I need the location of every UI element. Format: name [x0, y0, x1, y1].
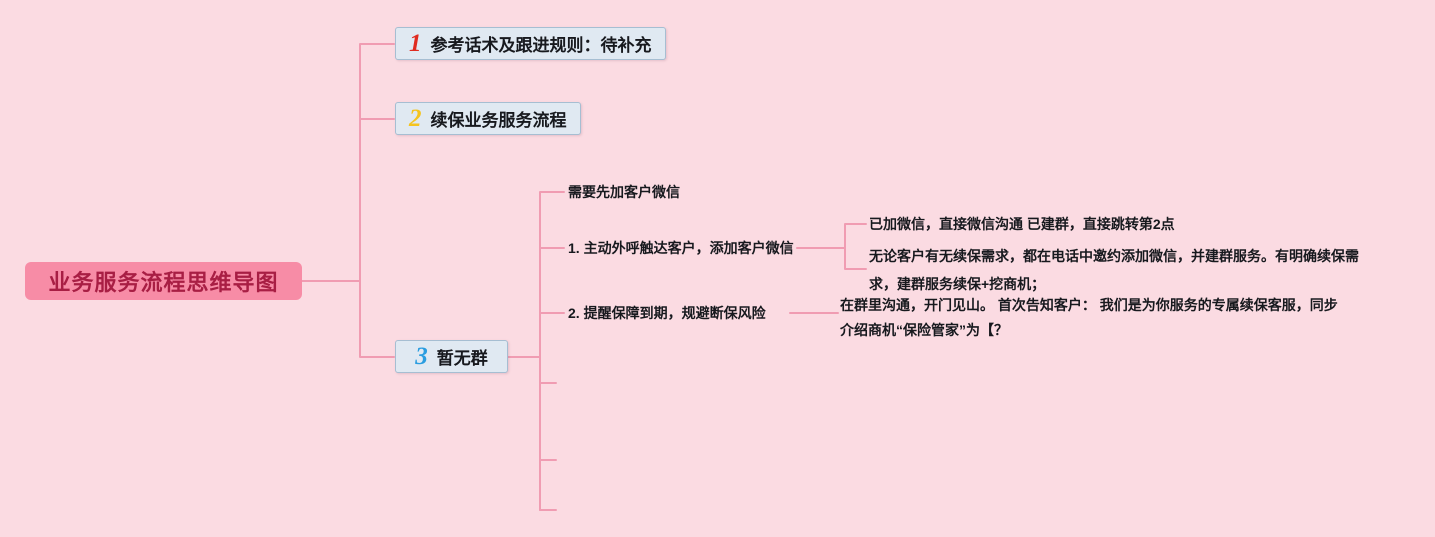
- branch-node-2[interactable]: 2 续保业务服务流程: [395, 102, 581, 135]
- branch-2-label: 续保业务服务流程: [430, 111, 567, 130]
- branch-node-3[interactable]: 3 暂无群: [395, 340, 508, 373]
- outbound-call-children-connector: [796, 223, 867, 270]
- node-need-add-wechat[interactable]: 需要先加客户微信: [568, 184, 680, 200]
- note-already-added-wechat[interactable]: 已加微信，直接微信沟通 已建群，直接跳转第2点: [869, 216, 1175, 232]
- root-branch-connector: [301, 43, 395, 358]
- branch-3-label: 暂无群: [436, 349, 488, 368]
- root-node[interactable]: 业务服务流程思维导图: [25, 262, 302, 300]
- note-invite-wechat-group[interactable]: 无论客户有无续保需求，都在电话中邀约添加微信，并建群服务。有明确续保需 求，建群…: [869, 248, 1359, 292]
- node-remind-expiry[interactable]: 2. 提醒保障到期，规避断保风险: [568, 305, 766, 321]
- branch3-children-connector: [507, 191, 565, 511]
- branch-1-number: 1: [409, 30, 422, 57]
- branch-2-number: 2: [409, 105, 422, 132]
- note-group-intro[interactable]: 在群里沟通，开门见山。 首次告知客户： 我们是为你服务的专属续保客服，同步 介绍…: [840, 297, 1338, 338]
- node-outbound-call[interactable]: 1. 主动外呼触达客户，添加客户微信: [568, 240, 794, 256]
- branch-1-label: 参考话术及跟进规则：待补充: [430, 36, 652, 55]
- branch-3-number: 3: [415, 343, 428, 370]
- empty-node-stubs: [539, 382, 557, 511]
- branch-node-1[interactable]: 1 参考话术及跟进规则：待补充: [395, 27, 666, 60]
